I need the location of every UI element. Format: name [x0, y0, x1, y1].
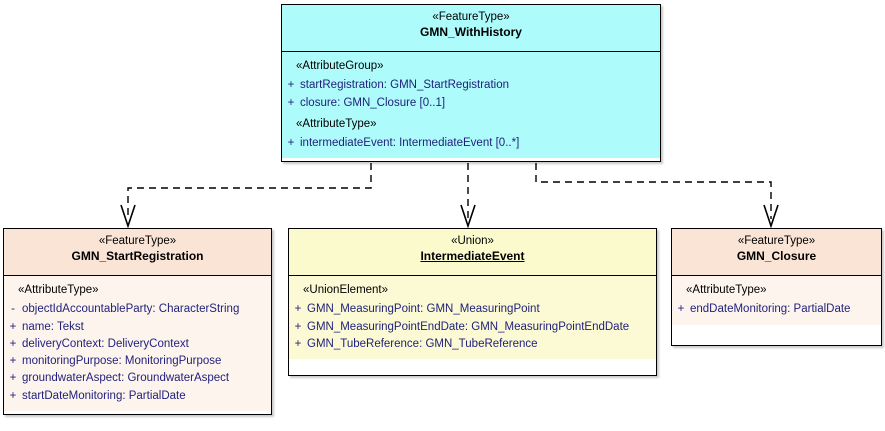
dependency-arrow-intermediateevent — [460, 163, 476, 229]
class-name: GMN_WithHistory — [420, 25, 522, 40]
class-box-gmn-startregistration[interactable]: «FeatureType» GMN_StartRegistration «Att… — [3, 228, 272, 415]
class-body-gmn-withhistory: «AttributeGroup» + startRegistration: GM… — [282, 52, 660, 159]
attribute-row[interactable]: + intermediateEvent: IntermediateEvent [… — [282, 135, 660, 152]
class-stereotype: «FeatureType» — [432, 11, 510, 23]
attribute-text: GMN_TubeReference: GMN_TubeReference — [307, 337, 538, 350]
class-box-gmn-closure[interactable]: «FeatureType» GMN_Closure «AttributeType… — [671, 228, 882, 346]
class-body-intermediateevent: «UnionElement» + GMN_MeasuringPoint: GMN… — [289, 276, 656, 359]
class-name: GMN_StartRegistration — [71, 249, 204, 264]
attribute-row[interactable]: + endDateMonitoring: PartialDate — [672, 301, 881, 318]
class-header-gmn-startregistration: «FeatureType» GMN_StartRegistration — [4, 229, 271, 276]
attribute-row[interactable]: + startRegistration: GMN_StartRegistrati… — [282, 77, 660, 94]
attribute-text: GMN_MeasuringPoint: GMN_MeasuringPoint — [307, 303, 540, 316]
attribute-visibility: + — [9, 389, 17, 402]
attribute-row[interactable]: + GMN_TubeReference: GMN_TubeReference — [289, 336, 656, 353]
class-box-gmn-withhistory[interactable]: «FeatureType» GMN_WithHistory «Attribute… — [281, 4, 661, 162]
union-element-label: «UnionElement» — [303, 284, 389, 296]
attribute-visibility: + — [9, 320, 17, 333]
attribute-visibility: + — [9, 337, 17, 350]
attribute-group-label: «AttributeType» — [18, 284, 99, 296]
class-header-intermediateevent: «Union» IntermediateEvent — [289, 229, 656, 276]
class-box-intermediateevent[interactable]: «Union» IntermediateEvent «UnionElement»… — [288, 228, 657, 376]
class-body-gmn-startregistration: «AttributeType» - objectIdAccountablePar… — [4, 276, 271, 411]
attribute-visibility: + — [287, 79, 295, 92]
attribute-text: groundwaterAspect: GroundwaterAspect — [22, 372, 230, 385]
attribute-row[interactable]: + name: Tekst — [4, 319, 271, 336]
dependency-arrow-closure — [535, 163, 779, 229]
attribute-row[interactable]: + deliveryContext: DeliveryContext — [4, 336, 271, 353]
attribute-row[interactable]: + groundwaterAspect: GroundwaterAspect — [4, 370, 271, 387]
class-name: IntermediateEvent — [420, 249, 525, 264]
attribute-text: endDateMonitoring: PartialDate — [690, 303, 851, 316]
attribute-text: monitoringPurpose: MonitoringPurpose — [22, 355, 222, 367]
attribute-row[interactable]: + monitoringPurpose: MonitoringPurpose — [4, 353, 271, 370]
attribute-text: closure: GMN_Closure [0..1] — [300, 96, 446, 109]
attribute-visibility: + — [677, 303, 685, 316]
class-stereotype: «Union» — [451, 235, 494, 247]
attribute-text: startDateMonitoring: PartialDate — [22, 389, 186, 402]
attribute-visibility: - — [11, 303, 15, 316]
attribute-text: startRegistration: GMN_StartRegistration — [300, 79, 509, 92]
attribute-visibility: + — [9, 372, 17, 385]
attribute-visibility: + — [294, 337, 302, 350]
class-body-gmn-closure: «AttributeType» + endDateMonitoring: Par… — [672, 276, 881, 325]
attribute-text: GMN_MeasuringPointEndDate: GMN_Measuring… — [307, 320, 630, 333]
attribute-group-label: «AttributeType» — [686, 284, 767, 296]
attribute-text: deliveryContext: DeliveryContext — [22, 337, 189, 350]
attribute-text: objectIdAccountableParty: CharacterStrin… — [22, 303, 240, 316]
class-header-gmn-closure: «FeatureType» GMN_Closure — [672, 229, 881, 276]
class-stereotype: «FeatureType» — [98, 235, 177, 247]
dependency-arrow-startregistration — [120, 163, 372, 229]
attribute-text: name: Tekst — [22, 320, 84, 333]
class-stereotype: «FeatureType» — [737, 235, 816, 247]
attribute-group-label: «AttributeType» — [296, 117, 377, 130]
attribute-visibility: + — [287, 96, 295, 109]
class-name: GMN_Closure — [736, 249, 817, 264]
attribute-row[interactable]: + GMN_MeasuringPointEndDate: GMN_Measuri… — [289, 319, 656, 336]
attribute-row[interactable]: + GMN_MeasuringPoint: GMN_MeasuringPoint — [289, 301, 656, 318]
attribute-visibility: + — [9, 355, 17, 367]
attribute-visibility: + — [294, 303, 302, 316]
attribute-row[interactable]: + closure: GMN_Closure [0..1] — [282, 95, 660, 112]
class-header-gmn-withhistory: «FeatureType» GMN_WithHistory — [282, 5, 660, 52]
attribute-row[interactable]: - objectIdAccountableParty: CharacterStr… — [4, 301, 271, 318]
attribute-text: intermediateEvent: IntermediateEvent [0.… — [300, 137, 520, 149]
attribute-visibility: + — [287, 137, 295, 149]
attribute-row[interactable]: + startDateMonitoring: PartialDate — [4, 388, 271, 405]
attribute-visibility: + — [294, 320, 302, 333]
attribute-group-label: «AttributeGroup» — [296, 60, 384, 72]
